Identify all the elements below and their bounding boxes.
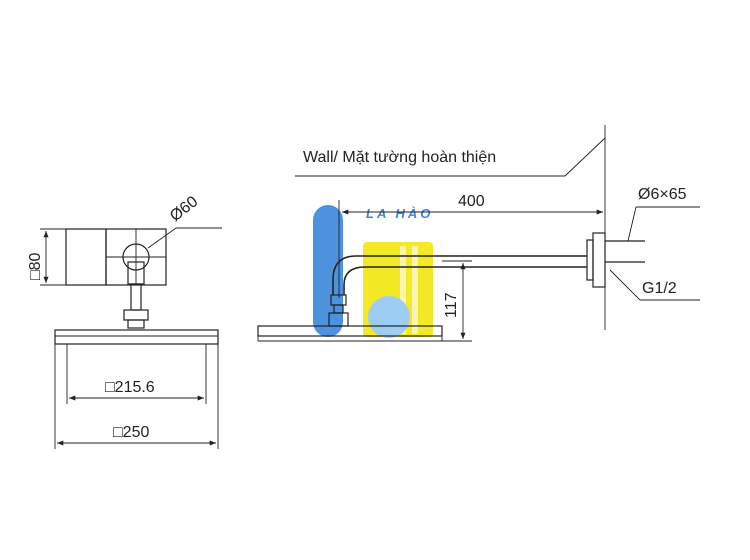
logo-blue-dot (368, 296, 410, 338)
flange-square-label: □80 (27, 252, 44, 280)
drop-height-label: 117 (443, 292, 460, 318)
shower-side-view (257, 125, 700, 342)
wall-label: Wall/ Mặt tường hoàn thiện (303, 149, 496, 166)
logo-text: LA HÀO (366, 206, 433, 221)
outer-square-label: □250 (113, 424, 149, 441)
inner-square-label: □215.6 (105, 379, 155, 396)
flange-diameter-label: Ø60 (167, 193, 201, 225)
thread-label: G1/2 (642, 280, 677, 297)
logo-blue-bar (313, 205, 343, 337)
arm-length-label: 400 (458, 193, 485, 210)
logo-stripe-2 (412, 246, 418, 334)
screw-label: Ø6×65 (638, 186, 687, 203)
watermark-logo: LA HÀO (313, 205, 433, 338)
logo-stripe-1 (400, 246, 406, 334)
flange-top-view (40, 227, 222, 329)
shower-head-plate (54, 329, 219, 449)
